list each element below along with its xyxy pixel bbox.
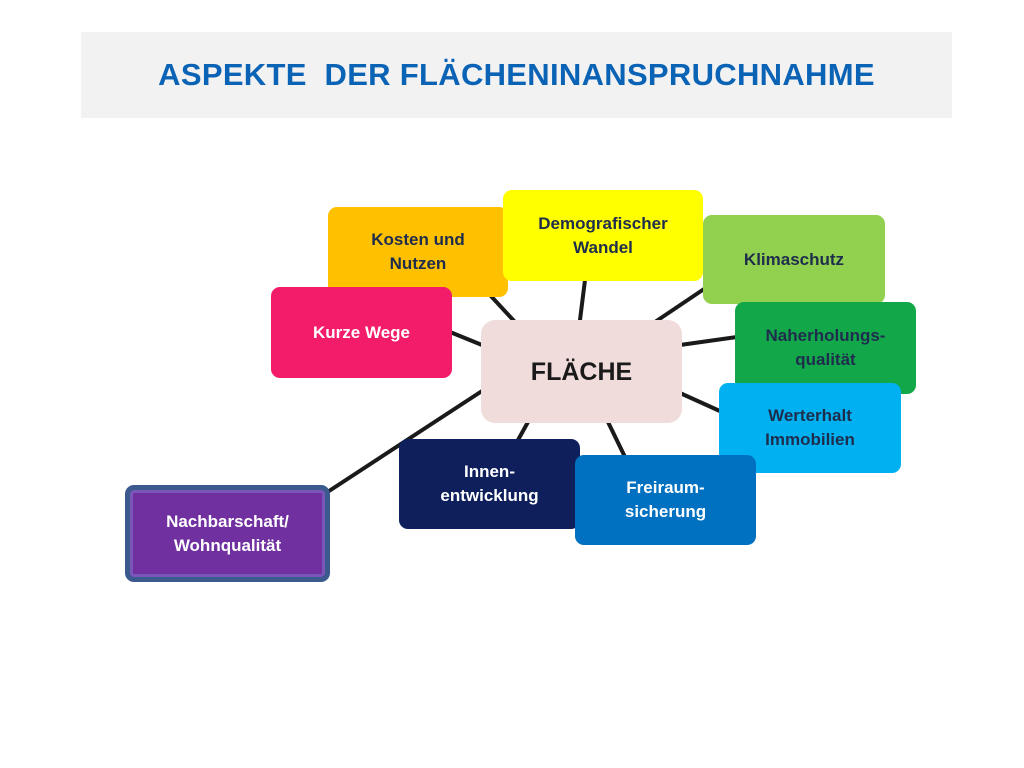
node-naherholungsqualitaet: Naherholungs- qualität [735,302,916,394]
node-kosten-und-nutzen: Kosten und Nutzen [328,207,508,297]
node-label: Werterhalt Immobilien [765,406,855,449]
node-label: Kosten und Nutzen [371,230,465,273]
connector-demografischer-wandel [578,278,587,322]
connector-kosten-und-nutzen [488,293,517,324]
node-label: Klimaschutz [743,249,845,269]
center-node-flaeche: FLÄCHE [481,320,682,423]
center-label: FLÄCHE [530,357,633,386]
node-label: Freiraum- sicherung [624,478,707,521]
connector-naherholungsqualitaet [678,335,739,347]
node-demografischer-wandel: Demografischer Wandel [503,190,703,281]
connector-kurze-wege [448,330,484,347]
connector-freiraumsicherung [606,420,627,459]
connector-klimaschutz [653,283,712,324]
node-klimaschutz: Klimaschutz [703,215,885,304]
node-label: Kurze Wege [313,322,410,342]
node-freiraumsicherung: Freiraum- sicherung [575,455,756,545]
connector-werterhalt-immobilien [678,391,724,414]
node-kurze-wege: Kurze Wege [271,287,452,378]
node-innenentwicklung: Innen- entwicklung [399,439,580,529]
slide-title: ASPEKTE DER FLÄCHENINANSPRUCHNAHME [158,57,875,92]
node-label: Nachbarschaft/ Wohnqualität [166,511,289,555]
node-nachbarschaft-wohnqualitaet: Nachbarschaft/ Wohnqualität [125,485,330,582]
node-label: Demografischer Wandel [538,213,668,257]
node-label: Innen- entwicklung [440,462,539,505]
connector-innenentwicklung [516,420,530,442]
title-bar: ASPEKTE DER FLÄCHENINANSPRUCHNAHME [81,32,952,118]
node-label: Naherholungs- qualität [765,326,886,369]
